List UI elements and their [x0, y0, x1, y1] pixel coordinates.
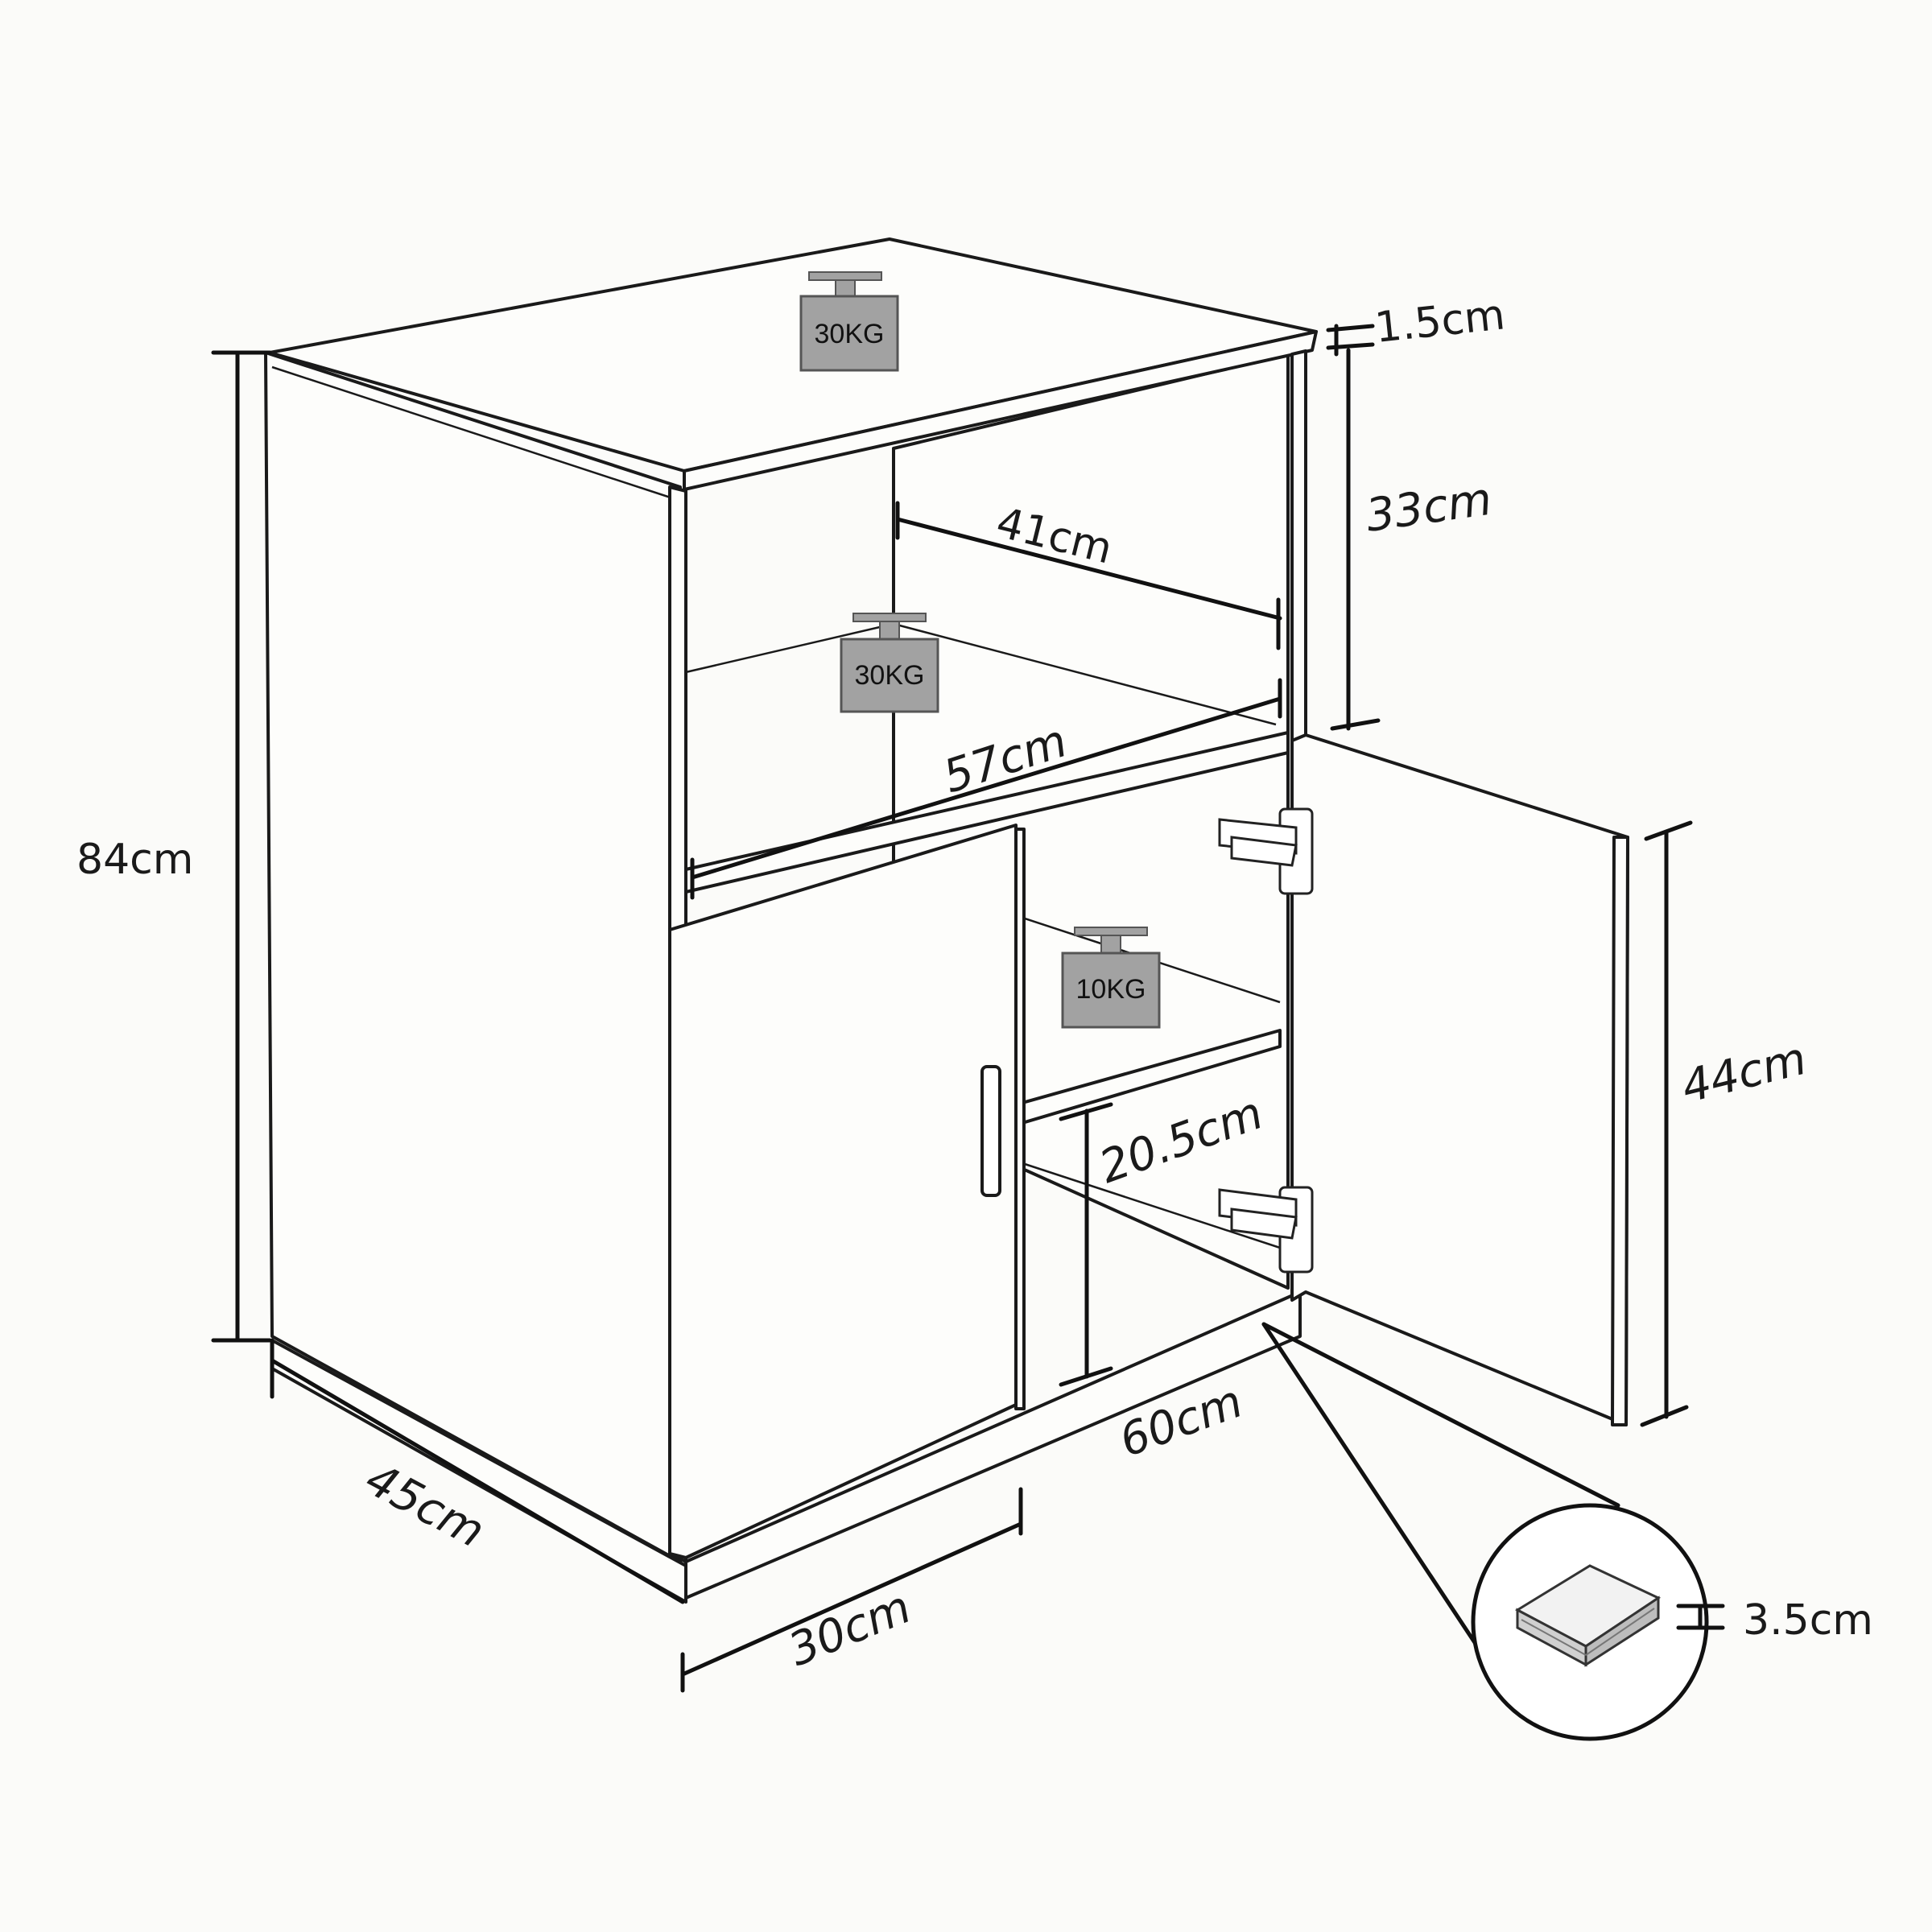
weight-lower-label: 10KG: [1076, 974, 1146, 1005]
label-door-height: 44cm: [1677, 1033, 1812, 1114]
foot-pad-icon: [1514, 1564, 1662, 1667]
weight-top-label: 30KG: [815, 319, 885, 349]
dim-door-height: [1640, 820, 1693, 1427]
dim-door-width: [680, 1487, 1023, 1693]
middle-shelf-front: [684, 731, 1290, 894]
weight-lower: 10KG: [1061, 927, 1161, 1029]
right-door: [1290, 733, 1629, 1426]
middle-shelf-back-left: [685, 622, 894, 674]
dim-inner-diagonal: [690, 678, 1282, 900]
label-foot-height: 3.5cm: [1743, 1596, 1873, 1645]
dim-open-compartment: [1330, 348, 1381, 731]
label-open-compartment: 33cm: [1363, 473, 1495, 543]
label-height-total: 84cm: [76, 836, 193, 884]
middle-shelf-back-right: [893, 622, 1277, 726]
weight-middle: 30KG: [840, 613, 939, 713]
dim-shelf-gap: [1059, 1102, 1113, 1387]
left-door: [668, 824, 1018, 1559]
upper-hinge: [1218, 807, 1314, 895]
left-panel-inner-edge: [271, 365, 681, 502]
weight-middle-label: 30KG: [855, 660, 925, 691]
top-board-front-edge: [683, 330, 1318, 491]
label-top-thickness: 1.5cm: [1373, 291, 1507, 353]
weight-top: 30KG: [799, 271, 899, 372]
lower-hinge: [1218, 1186, 1314, 1274]
foot-callout-lines: [1261, 1322, 1620, 1649]
dim-inner-width: [895, 501, 1282, 650]
door-handle: [980, 1065, 1001, 1197]
right-door-edge: [1611, 836, 1629, 1426]
dim-depth: [270, 1338, 685, 1604]
label-door-width: 30cm: [782, 1581, 919, 1677]
bottom-compartment-back: [1022, 1162, 1281, 1249]
dim-top-thickness: [1326, 324, 1375, 357]
dim-height-total: [211, 350, 272, 1343]
dim-foot-height: [1676, 1604, 1725, 1630]
